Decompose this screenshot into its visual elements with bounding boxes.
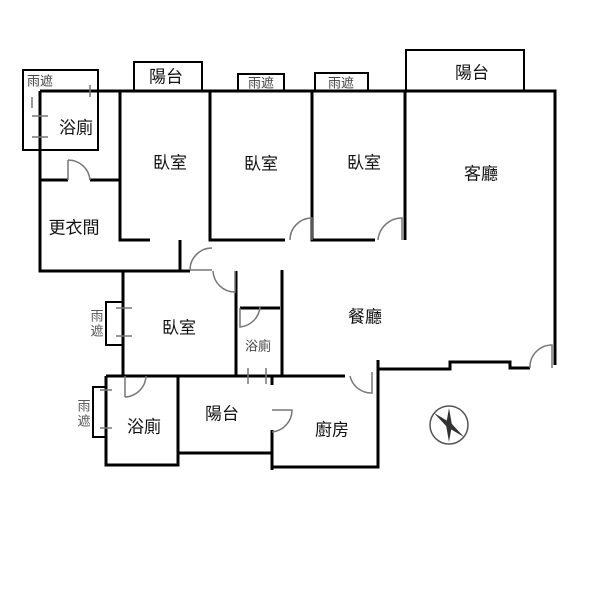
room-living-room: 客廳: [464, 164, 498, 185]
room-dining-room: 餐廳: [348, 307, 382, 328]
room-bathroom: 浴廁: [127, 417, 161, 438]
room-bedroom: 臥室: [347, 153, 381, 174]
rain-shelter-label: 雨遮: [247, 76, 275, 92]
room-kitchen: 廚房: [315, 420, 349, 441]
balcony-label: 陽台: [455, 63, 489, 84]
room-bedroom: 臥室: [244, 154, 278, 175]
rain-shelter-label: 雨遮: [327, 76, 355, 92]
rain-shelter-top-left-outline: [22, 69, 99, 151]
rain-shelter-label: 雨遮: [26, 74, 54, 90]
room-bedroom: 臥室: [162, 318, 196, 339]
rain-shelter-outline: [92, 386, 107, 438]
balcony-label: 陽台: [149, 67, 183, 88]
rain-shelter-label: 雨遮: [87, 309, 103, 339]
rain-shelter-label: 雨遮: [74, 399, 90, 429]
room-walk-in-closet: 更衣間: [48, 218, 100, 239]
room-bathroom: 浴廁: [244, 339, 272, 355]
room-bedroom: 臥室: [153, 153, 187, 174]
room-bathroom: 浴廁: [59, 118, 93, 139]
compass-icon: [429, 405, 469, 445]
room-balcony: 陽台: [205, 404, 239, 425]
